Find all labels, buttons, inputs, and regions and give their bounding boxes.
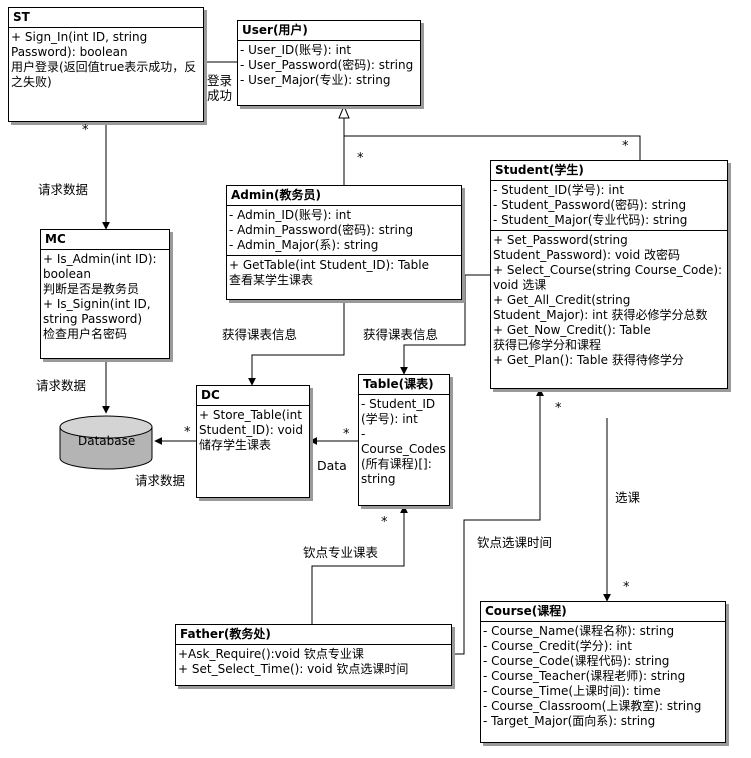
label-appoint-major-table: 钦点专业课表 <box>303 545 379 560</box>
attribute-line: - Course_Teacher(课程老师): string <box>483 669 686 683</box>
class-admin-methods: + GetTable(int Student_ID): Table 查看某学生课… <box>227 255 461 290</box>
attribute-line: - Target_Major(面向系): string <box>483 714 656 728</box>
class-student-attributes: - Student_ID(学号): int - Student_Password… <box>491 181 727 230</box>
attribute-line: - Course_Code(课程代码): string <box>483 654 670 668</box>
class-father-methods: +Ask_Require():void 钦点专业课 + Set_Select_T… <box>176 645 451 679</box>
class-table[interactable]: Table(课表) - Student_ID (学号): int - Cours… <box>358 374 450 506</box>
attribute-line: - Course_Time(上课时间): time <box>483 684 661 698</box>
class-course-attributes: - Course_Name(课程名称): string - Course_Cre… <box>481 622 725 731</box>
class-user-attributes: - User_ID(账号): int - User_Password(密码): … <box>238 41 420 90</box>
label-request-data-mc-db: 请求数据 <box>36 378 87 393</box>
class-admin-title: Admin(教务员) <box>227 186 461 206</box>
father-student-arrow <box>452 388 544 655</box>
student-table-arrow <box>400 274 490 375</box>
class-st-methods: + Sign_In(int ID, string Password): bool… <box>9 28 203 92</box>
class-student-title: Student(学生) <box>491 161 727 181</box>
multiplicity-dc: * <box>184 425 191 440</box>
method-line: + GetTable(int Student_ID): Table <box>229 258 430 272</box>
attribute-line: - User_Major(专业): string <box>240 73 391 87</box>
method-line: + Is_Signin(int ID, string Password) <box>43 297 155 326</box>
multiplicity-table-bottom: * <box>381 515 388 530</box>
method-line: 储存学生课表 <box>199 438 272 452</box>
class-table-title: Table(课表) <box>359 375 449 395</box>
method-line: + Select_Course(string Course_Code): voi… <box>493 263 726 292</box>
attribute-line: - Student_ID (学号): int <box>361 397 439 426</box>
attribute-line: - Course_Codes (所有课程)[]: string <box>361 427 450 486</box>
attribute-line: - Admin_Password(密码): string <box>229 223 414 237</box>
class-student-methods: + Set_Password(string Student_Password):… <box>491 230 727 370</box>
method-line: + Store_Table(int Student_ID): void <box>199 408 306 437</box>
class-admin-attributes: - Admin_ID(账号): int - Admin_Password(密码)… <box>227 206 461 255</box>
label-request-data-st-mc: 请求数据 <box>38 182 89 197</box>
method-line: + Set_Select_Time(): void 钦点选课时间 <box>178 662 409 676</box>
method-line: + Sign_In(int ID, string Password): bool… <box>11 30 152 59</box>
class-mc-title: MC <box>41 230 169 250</box>
class-course-title: Course(课程) <box>481 602 725 622</box>
generalization-triangle <box>338 104 350 119</box>
class-dc-methods: + Store_Table(int Student_ID): void 储存学生… <box>197 406 309 455</box>
attribute-line: - Admin_Major(系): string <box>229 238 379 252</box>
method-line: + Get_Plan(): Table 获得待修学分 <box>493 353 684 367</box>
class-dc-title: DC <box>197 386 309 406</box>
label-login-success: 登录 成功 <box>207 73 233 103</box>
method-line: + Get_All_Credit(string Student_Major): … <box>493 293 708 322</box>
attribute-line: - Student_ID(学号): int <box>493 183 625 197</box>
database-cylinder <box>59 415 153 470</box>
multiplicity-admin: * <box>357 151 364 166</box>
label-get-table-info-admin: 获得课表信息 <box>222 327 298 342</box>
class-student[interactable]: Student(学生) - Student_ID(学号): int - Stud… <box>490 160 728 389</box>
method-line: 检查用户名密码 <box>43 327 128 341</box>
attribute-line: - Course_Name(课程名称): string <box>483 624 675 638</box>
admin-dc-arrow <box>248 300 345 386</box>
attribute-line: - Student_Password(密码): string <box>493 198 687 212</box>
method-line: 查看某学生课表 <box>229 273 314 287</box>
label-request-data-dc-db: 请求数据 <box>135 473 186 488</box>
attribute-line: - Course_Classroom(上课教室): string <box>483 699 702 713</box>
class-table-attributes: - Student_ID (学号): int - Course_Codes (所… <box>359 395 449 489</box>
class-mc[interactable]: MC + Is_Admin(int ID): boolean 判断是否是教务员 … <box>40 229 170 359</box>
method-line: 获得已修学分和课程 <box>493 338 602 352</box>
attribute-line: - Admin_ID(账号): int <box>229 208 352 222</box>
attribute-line: - User_ID(账号): int <box>240 43 352 57</box>
label-select-course: 选课 <box>615 490 641 505</box>
multiplicity-student-bottom: * <box>555 401 562 416</box>
class-admin[interactable]: Admin(教务员) - Admin_ID(账号): int - Admin_P… <box>226 185 462 300</box>
database-label: Database <box>78 434 136 448</box>
father-table-arrow <box>311 505 408 624</box>
method-line: 判断是否是教务员 <box>43 282 140 296</box>
class-st-title: ST <box>9 8 203 28</box>
label-get-table-info-student: 获得课表信息 <box>363 327 439 342</box>
student-generalization-line <box>344 135 641 160</box>
method-line: 用户登录(返回值true表示成功，反之失败) <box>11 60 197 89</box>
class-father[interactable]: Father(教务处) +Ask_Require():void 钦点专业课 + … <box>175 624 452 686</box>
method-line: +Ask_Require():void 钦点专业课 <box>178 647 364 661</box>
class-user[interactable]: User(用户) - User_ID(账号): int - User_Passw… <box>237 20 421 106</box>
class-dc[interactable]: DC + Store_Table(int Student_ID): void 储… <box>196 385 310 498</box>
attribute-line: - Course_Credit(学分): int <box>483 639 632 653</box>
label-data: Data <box>317 458 347 473</box>
multiplicity-course: * <box>623 580 630 595</box>
method-line: + Is_Admin(int ID): boolean <box>43 252 161 281</box>
class-st[interactable]: ST + Sign_In(int ID, string Password): b… <box>8 7 204 122</box>
class-user-title: User(用户) <box>238 21 420 41</box>
class-father-title: Father(教务处) <box>176 625 451 645</box>
class-course[interactable]: Course(课程) - Course_Name(课程名称): string -… <box>480 601 726 743</box>
label-appoint-select-time: 钦点选课时间 <box>477 535 553 550</box>
method-line: + Get_Now_Credit(): Table <box>493 323 651 337</box>
multiplicity-st: * <box>82 123 89 138</box>
multiplicity-student-top: * <box>622 139 629 154</box>
attribute-line: - Student_Major(专业代码): string <box>493 213 688 227</box>
attribute-line: - User_Password(密码): string <box>240 58 414 72</box>
multiplicity-table-left: * <box>343 427 350 442</box>
method-line: + Set_Password(string Student_Password):… <box>493 233 681 262</box>
class-mc-methods: + Is_Admin(int ID): boolean 判断是否是教务员 + I… <box>41 250 169 344</box>
